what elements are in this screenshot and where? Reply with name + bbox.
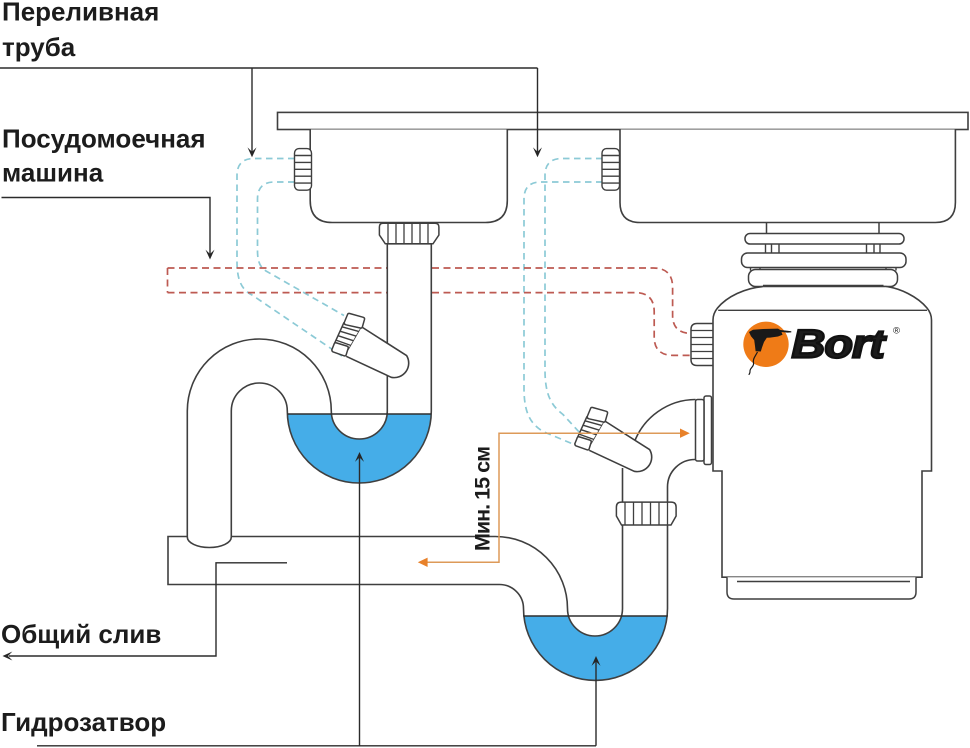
svg-text:Bort: Bort bbox=[792, 323, 887, 367]
svg-text:труба: труба bbox=[2, 32, 76, 62]
svg-text:®: ® bbox=[893, 326, 900, 337]
svg-text:Общий слив: Общий слив bbox=[1, 619, 161, 649]
svg-text:Мин. 15 см: Мин. 15 см bbox=[471, 446, 495, 551]
svg-text:Переливная: Переливная bbox=[2, 0, 159, 27]
svg-text:Посудомоечная: Посудомоечная bbox=[2, 124, 206, 154]
svg-text:Гидрозатвор: Гидрозатвор bbox=[1, 707, 166, 737]
svg-text:машина: машина bbox=[2, 158, 104, 188]
